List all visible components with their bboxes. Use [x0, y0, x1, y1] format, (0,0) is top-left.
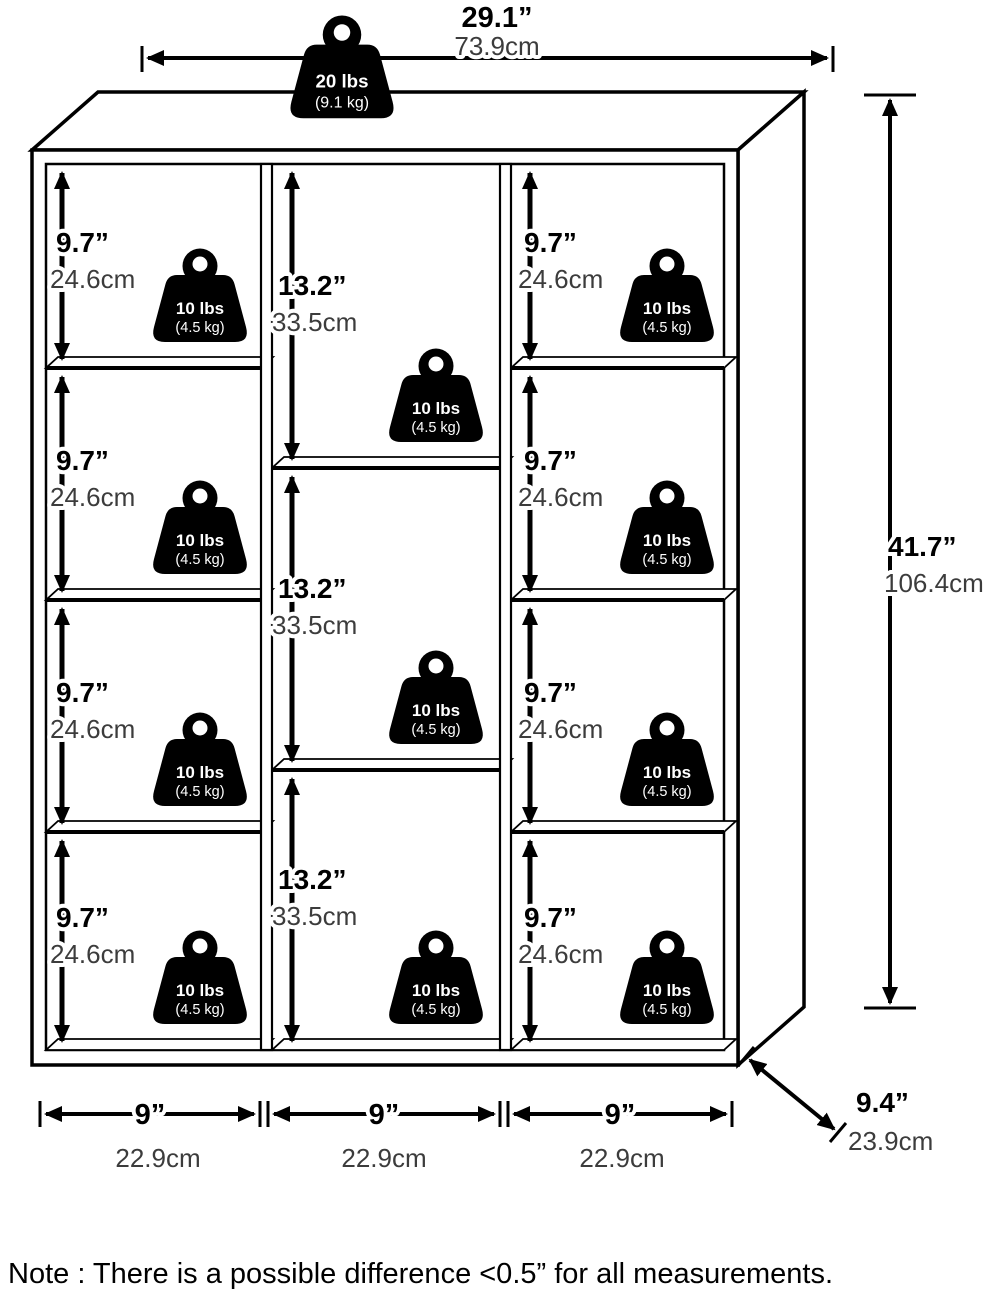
overall-height-inches: 41.7”	[888, 531, 957, 562]
cube-height-cm: 33.5cm	[272, 610, 357, 640]
column-width-inches: 9”	[369, 1099, 400, 1131]
weight-icon: 10 lbs (4.5 kg)	[153, 712, 247, 806]
svg-text:10 lbs: 10 lbs	[176, 981, 224, 1000]
cube-height-cm: 24.6cm	[50, 714, 135, 744]
svg-text:(4.5 kg): (4.5 kg)	[642, 784, 691, 800]
column-width-cm: 22.9cm	[341, 1143, 426, 1173]
right-column-cube-dimensions: 9.7” 24.6cm 9.7” 24.6cm 9.7” 24.6cm 9.7”…	[514, 171, 607, 1043]
cabinet-top-face	[27, 90, 809, 152]
cabinet-outline	[27, 88, 809, 1069]
weight-icon: 10 lbs (4.5 kg)	[389, 650, 483, 744]
svg-text:(4.5 kg): (4.5 kg)	[175, 1002, 224, 1018]
weight-icon: 10 lbs (4.5 kg)	[389, 348, 483, 442]
weight-icons: 20 lbs (9.1 kg) 10 lbs (4.5 kg) 10 lbs (…	[153, 15, 714, 1024]
weight-icon: 10 lbs (4.5 kg)	[153, 930, 247, 1024]
cube-height-cm: 24.6cm	[518, 714, 603, 744]
svg-text:10 lbs: 10 lbs	[176, 531, 224, 550]
overall-height-cm: 106.4cm	[884, 568, 984, 598]
cube-height-cm: 24.6cm	[518, 482, 603, 512]
cube-height-inches: 13.2”	[278, 270, 347, 301]
svg-text:10 lbs: 10 lbs	[643, 299, 691, 318]
column-width-cm: 22.9cm	[115, 1143, 200, 1173]
weight-icon: 10 lbs (4.5 kg)	[153, 480, 247, 574]
top-weight-icon: 20 lbs (9.1 kg)	[290, 15, 394, 119]
svg-text:(4.5 kg): (4.5 kg)	[175, 552, 224, 568]
cabinet-partition-left	[259, 162, 274, 1052]
cube-height-inches: 9.7”	[56, 227, 109, 258]
cube-height-inches: 9.7”	[56, 902, 109, 933]
svg-text:(4.5 kg): (4.5 kg)	[175, 784, 224, 800]
svg-text:(4.5 kg): (4.5 kg)	[411, 1002, 460, 1018]
svg-text:(4.5 kg): (4.5 kg)	[642, 1002, 691, 1018]
column-width-inches: 9”	[135, 1099, 166, 1131]
bottom-width-dimensions: 9” 22.9cm 9” 22.9cm 9” 22.9cm	[38, 1095, 734, 1177]
cube-height-inches: 13.2”	[278, 573, 347, 604]
svg-text:10 lbs: 10 lbs	[643, 531, 691, 550]
overall-width-inches: 29.1”	[462, 2, 533, 34]
svg-text:(4.5 kg): (4.5 kg)	[642, 552, 691, 568]
svg-text:(4.5 kg): (4.5 kg)	[642, 320, 691, 336]
column-width-inches: 9”	[605, 1099, 636, 1131]
svg-text:10 lbs: 10 lbs	[643, 981, 691, 1000]
weight-icon: 10 lbs (4.5 kg)	[153, 248, 247, 342]
cube-height-inches: 9.7”	[56, 445, 109, 476]
cube-height-inches: 9.7”	[524, 227, 577, 258]
svg-text:(4.5 kg): (4.5 kg)	[411, 722, 460, 738]
overall-width-cm: 73.9cm	[454, 31, 539, 61]
measurement-note: Note : There is a possible difference <0…	[8, 1258, 833, 1290]
cube-height-inches: 9.7”	[524, 677, 577, 708]
svg-text:(4.5 kg): (4.5 kg)	[175, 320, 224, 336]
depth-dimension: 9.4” 23.9cm	[736, 1046, 937, 1160]
column-width-cm: 22.9cm	[579, 1143, 664, 1173]
cube-height-inches: 9.7”	[524, 902, 577, 933]
cube-height-cm: 33.5cm	[272, 901, 357, 931]
cube-height-inches: 9.7”	[56, 677, 109, 708]
middle-column-cube-dimensions: 13.2” 33.5cm 13.2” 33.5cm 13.2” 33.5cm	[268, 171, 361, 1043]
weight-icon: 10 lbs (4.5 kg)	[620, 930, 714, 1024]
cube-height-cm: 24.6cm	[50, 939, 135, 969]
cube-height-cm: 33.5cm	[272, 307, 357, 337]
cube-height-inches: 13.2”	[278, 864, 347, 895]
weight-icon: 10 lbs (4.5 kg)	[620, 248, 714, 342]
overall-depth-inches: 9.4”	[856, 1087, 909, 1118]
cabinet-front-face	[30, 148, 740, 1067]
top-weight-lbs: 20 lbs	[316, 71, 369, 92]
svg-text:10 lbs: 10 lbs	[176, 299, 224, 318]
cabinet-side-face	[736, 88, 806, 1069]
overall-depth-cm: 23.9cm	[848, 1126, 933, 1156]
svg-text:10 lbs: 10 lbs	[412, 701, 460, 720]
cube-height-cm: 24.6cm	[518, 264, 603, 294]
svg-text:10 lbs: 10 lbs	[176, 763, 224, 782]
cube-height-inches: 9.7”	[524, 445, 577, 476]
cube-height-cm: 24.6cm	[50, 482, 135, 512]
svg-text:(4.5 kg): (4.5 kg)	[411, 420, 460, 436]
cube-height-cm: 24.6cm	[518, 939, 603, 969]
top-weight-kg: (9.1 kg)	[315, 94, 369, 111]
height-dimension: 41.7” 106.4cm	[864, 93, 988, 1010]
top-width-dimension: 29.1” 73.9cm	[140, 0, 835, 72]
cabinet-partition-right	[498, 162, 513, 1052]
left-column-cube-dimensions: 9.7” 24.6cm 9.7” 24.6cm 9.7” 24.6cm 9.7”…	[46, 171, 139, 1043]
weight-icon: 10 lbs (4.5 kg)	[389, 930, 483, 1024]
weight-icon: 10 lbs (4.5 kg)	[620, 480, 714, 574]
cabinet-shelves	[43, 162, 739, 1052]
cube-height-cm: 24.6cm	[50, 264, 135, 294]
svg-text:10 lbs: 10 lbs	[412, 981, 460, 1000]
weight-icon: 10 lbs (4.5 kg)	[620, 712, 714, 806]
svg-text:10 lbs: 10 lbs	[643, 763, 691, 782]
svg-text:10 lbs: 10 lbs	[412, 399, 460, 418]
